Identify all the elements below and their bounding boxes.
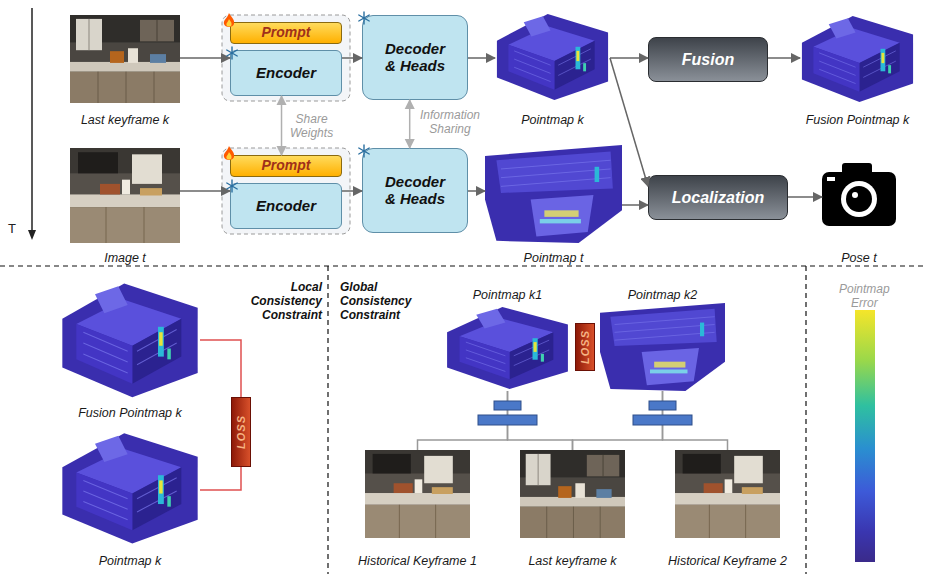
pointmaps bbox=[62, 14, 913, 543]
image-caption: Historical Keyframe 2 bbox=[655, 554, 800, 568]
flow-arrow bbox=[180, 190, 230, 192]
pointmap-image: Pointmap k1 bbox=[445, 288, 570, 391]
edge-label: Information Sharing bbox=[420, 108, 480, 136]
image-caption: Fusion Pointmap k bbox=[40, 406, 220, 420]
camera-icon bbox=[822, 163, 896, 226]
sharing-arrow bbox=[281, 96, 283, 155]
encoder-box: Encoder bbox=[230, 50, 342, 96]
time-arrow bbox=[28, 8, 36, 240]
feed-line bbox=[508, 391, 573, 450]
loss-box: LOSS bbox=[231, 397, 251, 467]
frame-image: Image t bbox=[70, 148, 180, 265]
encoder-box: Encoder bbox=[230, 183, 342, 229]
sharing-arrow bbox=[409, 100, 411, 148]
loss-line bbox=[200, 340, 241, 397]
box-label: Encoder bbox=[256, 198, 316, 215]
pointmap-image: Pointmap t bbox=[485, 145, 622, 265]
colorbar-label: Pointmap Error bbox=[839, 282, 890, 310]
box-label: LOSS bbox=[579, 330, 591, 364]
feed-line bbox=[418, 391, 508, 450]
feed-line bbox=[663, 391, 728, 450]
pointmap-image: Fusion Pointmap k bbox=[800, 10, 915, 127]
pointmap-image: Pointmap k2 bbox=[600, 288, 725, 391]
flow-arrow bbox=[342, 190, 362, 192]
image-caption: Pointmap k1 bbox=[425, 288, 590, 302]
network-blocks bbox=[478, 401, 692, 425]
flow-arrow bbox=[468, 190, 485, 192]
image-caption: Pointmap k bbox=[40, 554, 220, 568]
keyframe-image: Historical Keyframe 1 bbox=[365, 450, 470, 568]
box-label: Prompt bbox=[262, 25, 311, 40]
loss-box: LOSS bbox=[575, 323, 595, 371]
image-caption: Image t bbox=[50, 251, 200, 265]
flow-arrow bbox=[622, 204, 648, 206]
flow-arrow bbox=[610, 58, 648, 186]
flow-arrow bbox=[180, 57, 230, 59]
box-label: Decoder & Heads bbox=[385, 41, 445, 74]
image-caption: Pointmap t bbox=[465, 251, 642, 265]
box-label: Prompt bbox=[262, 158, 311, 173]
frozen-icons bbox=[227, 12, 369, 192]
section-title: Local Consistency Constraint bbox=[251, 280, 322, 322]
image-caption: Pointmap k2 bbox=[580, 288, 745, 302]
trainable-icons bbox=[224, 13, 234, 160]
box-label: LOSS bbox=[235, 415, 247, 449]
feed-line bbox=[573, 391, 663, 450]
prompt-box: Prompt bbox=[230, 155, 342, 177]
flow-arrow bbox=[468, 57, 495, 59]
keyframe-image: Last keyframe k bbox=[70, 15, 180, 127]
fusion-box: Fusion bbox=[648, 37, 768, 82]
pointmap-image: Fusion Pointmap k bbox=[60, 278, 200, 420]
box-label: Encoder bbox=[256, 65, 316, 82]
decoder-box: Decoder & Heads bbox=[362, 15, 468, 100]
flow-arrow bbox=[788, 196, 822, 198]
loss-line bbox=[200, 467, 241, 490]
localization-box: Localization bbox=[648, 175, 788, 220]
pointmap-image: Pointmap k bbox=[60, 428, 200, 568]
image-caption: Last keyframe k bbox=[50, 113, 200, 127]
section-title: Global Consistency Constraint bbox=[340, 280, 411, 322]
prompt-box: Prompt bbox=[230, 22, 342, 44]
flow-arrow bbox=[610, 57, 648, 59]
image-caption: Pose t bbox=[802, 251, 916, 265]
error-colorbar bbox=[855, 310, 875, 562]
camera-pose: Pose t bbox=[822, 163, 896, 265]
image-caption: Last keyframe k bbox=[500, 554, 645, 568]
image-caption: Fusion Pointmap k bbox=[780, 113, 927, 127]
time-axis-label: T bbox=[8, 222, 16, 236]
keyframe-image: Last keyframe k bbox=[520, 450, 625, 568]
edge-label: Share Weights bbox=[290, 112, 333, 140]
image-caption: Historical Keyframe 1 bbox=[345, 554, 490, 568]
decoder-box: Decoder & Heads bbox=[362, 148, 468, 233]
pointmap-image: Pointmap k bbox=[495, 10, 610, 127]
image-caption: Pointmap k bbox=[475, 113, 630, 127]
keyframe-image: Historical Keyframe 2 bbox=[675, 450, 780, 568]
section-dividers bbox=[0, 266, 927, 574]
flow-arrow bbox=[768, 57, 800, 59]
flow-arrow bbox=[342, 57, 362, 59]
box-label: Decoder & Heads bbox=[385, 174, 445, 207]
box-label: Fusion bbox=[682, 51, 734, 69]
box-label: Localization bbox=[672, 189, 764, 207]
shared-encoder-groups bbox=[222, 15, 350, 234]
